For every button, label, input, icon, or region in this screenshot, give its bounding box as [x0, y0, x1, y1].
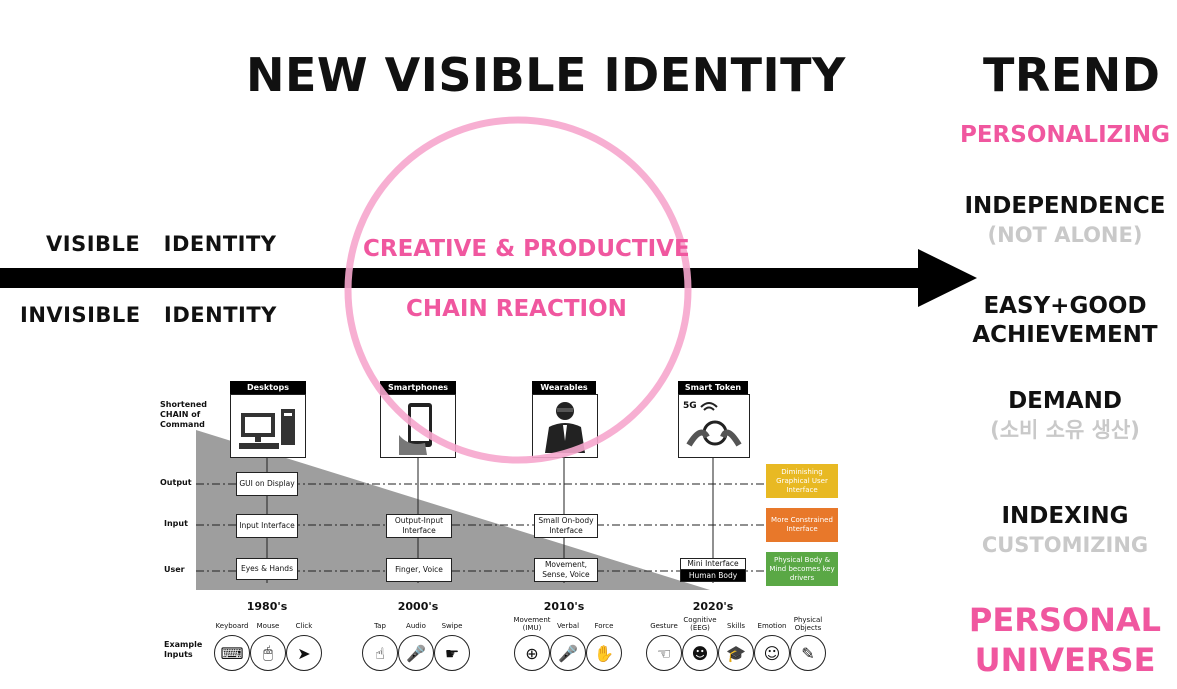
page-title: NEW VISIBLE IDENTITY	[246, 48, 846, 102]
trend-demand-main: DEMAND	[1008, 388, 1122, 414]
tap-icon: ☝	[362, 635, 398, 671]
trend-universe-l2: UNIVERSE	[974, 641, 1156, 679]
cap-keyboard: Keyboard	[215, 622, 249, 630]
row-output-label: Output	[160, 478, 192, 487]
era-2020s: 2020's	[692, 600, 734, 613]
smart-token-icon: 5G	[678, 394, 750, 458]
movement-icon: ⊕	[514, 635, 550, 671]
microphone-icon: 🎤	[398, 635, 434, 671]
emotion-head-icon: ☺	[754, 635, 790, 671]
graduation-cap-icon: 🎓	[718, 635, 754, 671]
trend-achievement-l2: ACHIEVEMENT	[972, 322, 1158, 348]
desktop-computer-icon	[230, 394, 306, 458]
box-human-body: Human Body	[680, 569, 746, 582]
keyboard-icon: ⌨	[214, 635, 250, 671]
chain-reaction-label: CHAIN REACTION	[406, 296, 627, 322]
trend-independence-main: INDEPENDENCE	[964, 193, 1166, 219]
era-1980s: 1980's	[246, 600, 288, 613]
trend-personal-universe: PERSONAL UNIVERSE	[950, 600, 1177, 680]
trend-demand-sub: (소비 소유 생산)	[990, 418, 1140, 442]
gesture-icon: ☜	[646, 635, 682, 671]
brain-icon: ☻	[682, 635, 718, 671]
pencil-icon: ✎	[790, 635, 826, 671]
row-input-label: Input	[164, 519, 188, 528]
note-input: More Constrained Interface	[766, 508, 838, 542]
cap-movement: Movement (IMU)	[513, 616, 551, 632]
force-icon: ✋	[586, 635, 622, 671]
header-desktops: Desktops	[230, 381, 306, 394]
cap-audio: Audio	[406, 622, 426, 630]
trend-achievement-l1: EASY+GOOD	[983, 293, 1147, 319]
box-movement-sense: Movement, Sense, Voice	[534, 558, 598, 582]
cap-physical-objects: Physical Objects	[793, 616, 823, 632]
trend-heading: TREND	[983, 48, 1161, 102]
trend-demand: DEMAND (소비 소유 생산)	[950, 387, 1177, 445]
cap-emotion: Emotion	[757, 622, 787, 630]
box-mini-interface: Mini Interface	[680, 558, 746, 569]
microphone-icon-verbal: 🎤	[550, 635, 586, 671]
trend-independence: INDEPENDENCE (NOT ALONE)	[950, 192, 1177, 250]
trend-achievement: EASY+GOOD ACHIEVEMENT	[950, 292, 1177, 350]
cap-mouse: Mouse	[256, 622, 280, 630]
visible-identity-label: VISIBLE IDENTITY	[46, 232, 277, 256]
trend-independence-sub: (NOT ALONE)	[987, 223, 1143, 247]
trend-indexing-main: INDEXING	[1001, 503, 1129, 529]
cap-cognitive: Cognitive (EEG)	[683, 616, 717, 632]
header-wearables: Wearables	[532, 381, 596, 394]
swipe-icon: ☛	[434, 635, 470, 671]
note-user: Physical Body & Mind becomes key drivers	[766, 552, 838, 586]
era-2010s: 2010's	[543, 600, 585, 613]
box-finger-voice: Finger, Voice	[386, 558, 452, 582]
box-gui-on-display: GUI on Display	[236, 472, 298, 496]
header-smartphones: Smartphones	[380, 381, 456, 394]
box-small-onbody: Small On-body Interface	[534, 514, 598, 538]
box-output-input: Output-Input Interface	[386, 514, 452, 538]
trend-indexing-sub: CUSTOMIZING	[981, 533, 1149, 557]
hci-evolution-figure: Shortened CHAIN of Command Output Input …	[150, 378, 850, 678]
smart-token-badge: 5G	[683, 401, 697, 411]
row-user-label: User	[164, 565, 185, 574]
cursor-icon: ➤	[286, 635, 322, 671]
cap-tap: Tap	[374, 622, 386, 630]
era-2000s: 2000's	[397, 600, 439, 613]
cap-swipe: Swipe	[441, 622, 463, 630]
box-eyes-hands: Eyes & Hands	[236, 558, 298, 580]
cap-force: Force	[594, 622, 614, 630]
box-input-interface: Input Interface	[236, 514, 298, 538]
invisible-identity-label: INVISIBLE IDENTITY	[20, 303, 277, 327]
note-output: Diminishing Graphical User Interface	[766, 464, 838, 498]
cap-click: Click	[295, 622, 313, 630]
trend-universe-l1: PERSONAL	[968, 601, 1162, 639]
cap-skills: Skills	[727, 622, 745, 630]
trend-personalizing: PERSONALIZING	[959, 122, 1171, 148]
example-inputs-label: Example Inputs	[164, 640, 203, 659]
shortened-chain-label: Shortened CHAIN of Command	[160, 400, 207, 429]
creative-productive-label: CREATIVE & PRODUCTIVE	[363, 236, 690, 262]
cap-verbal: Verbal	[556, 622, 580, 630]
highlight-circle	[344, 116, 692, 464]
mouse-icon: 🖱	[250, 635, 286, 671]
cap-gesture: Gesture	[650, 622, 678, 630]
trend-indexing: INDEXING CUSTOMIZING	[950, 502, 1177, 560]
header-smart-token: Smart Token	[678, 381, 748, 394]
